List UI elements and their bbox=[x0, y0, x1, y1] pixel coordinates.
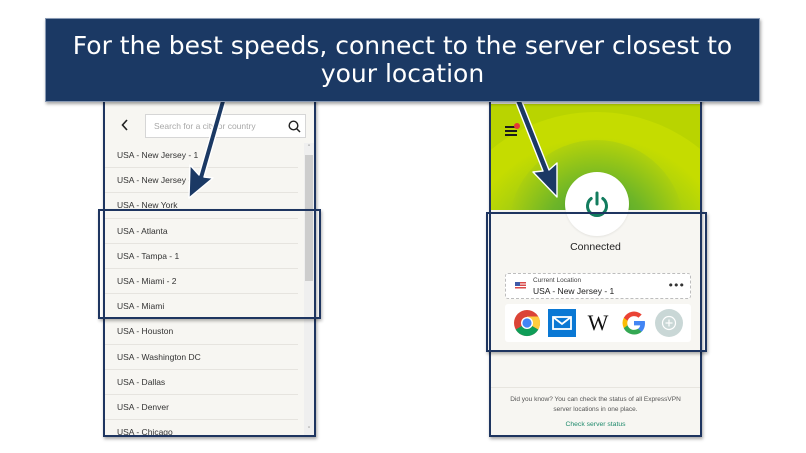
server-label: USA - Tampa - 1 bbox=[117, 250, 180, 261]
server-label: USA - New Jersey - 1 bbox=[117, 150, 199, 161]
connection-status: Connected bbox=[570, 241, 621, 253]
server-label: USA - Denver bbox=[117, 401, 169, 412]
scroll-thumb[interactable] bbox=[305, 155, 313, 281]
callout-text: For the best speeds, connect to the serv… bbox=[72, 31, 733, 88]
footer-divider bbox=[491, 387, 700, 388]
server-label: USA - Atlanta bbox=[117, 225, 168, 236]
tip-text: Did you know? You can check the status o… bbox=[510, 396, 681, 413]
hamburger-icon bbox=[505, 126, 517, 128]
nearby-servers-highlight bbox=[98, 209, 321, 319]
current-location-card[interactable]: Current Location USA - New Jersey - 1 ••… bbox=[505, 273, 691, 299]
connection-status-highlight bbox=[486, 212, 707, 352]
server-list-scrollbar[interactable]: ˄ ˅ bbox=[304, 143, 314, 435]
current-location-value: USA - New Jersey - 1 bbox=[533, 286, 615, 296]
mail-icon[interactable] bbox=[548, 309, 577, 337]
server-label: USA - Dallas bbox=[117, 376, 166, 387]
power-button[interactable] bbox=[565, 172, 629, 236]
wikipedia-icon[interactable]: W bbox=[587, 310, 609, 335]
server-label: USA - New York bbox=[117, 200, 178, 211]
notification-badge bbox=[514, 123, 520, 129]
hamburger-line bbox=[505, 134, 517, 136]
current-location-label: Current Location bbox=[533, 277, 582, 284]
server-item[interactable]: USA - New Jersey - 1 bbox=[105, 143, 298, 169]
us-flag-icon bbox=[515, 282, 526, 290]
search-input[interactable] bbox=[146, 115, 283, 137]
power-icon bbox=[586, 191, 608, 217]
more-options-icon[interactable]: ••• bbox=[667, 279, 685, 292]
server-item[interactable]: USA - New York bbox=[105, 193, 298, 219]
server-item[interactable]: USA - Miami - 2 bbox=[105, 269, 298, 295]
search-icon[interactable] bbox=[283, 115, 305, 137]
scroll-down-icon[interactable]: ˅ bbox=[307, 426, 311, 434]
callout-banner: For the best speeds, connect to the serv… bbox=[45, 18, 760, 102]
server-item[interactable]: USA - Tampa - 1 bbox=[105, 244, 298, 269]
server-label: USA - Chicago bbox=[117, 427, 173, 437]
server-item[interactable]: USA - Washington DC bbox=[105, 345, 298, 370]
chrome-icon[interactable] bbox=[513, 309, 541, 337]
scroll-up-icon[interactable]: ˄ bbox=[307, 144, 311, 152]
back-button[interactable] bbox=[117, 116, 133, 134]
server-item[interactable]: USA - New Jersey - 3 bbox=[105, 168, 298, 194]
check-server-status-link[interactable]: Check server status bbox=[565, 421, 626, 428]
server-label: USA - New Jersey - 3 bbox=[117, 175, 199, 186]
hamburger-line bbox=[505, 130, 517, 132]
server-item[interactable]: USA - Atlanta bbox=[105, 219, 298, 244]
add-shortcut-icon[interactable] bbox=[655, 309, 684, 337]
server-label: USA - Miami bbox=[117, 301, 165, 312]
app-shortcuts: W bbox=[505, 304, 691, 342]
google-icon[interactable] bbox=[620, 309, 648, 337]
server-item[interactable]: USA - Houston bbox=[105, 319, 298, 345]
server-item[interactable]: USA - Denver bbox=[105, 395, 298, 421]
server-item[interactable]: USA - Chicago bbox=[105, 420, 298, 437]
server-label: USA - Miami - 2 bbox=[117, 276, 177, 287]
server-item[interactable]: USA - Dallas bbox=[105, 370, 298, 395]
search-field[interactable] bbox=[145, 114, 306, 138]
server-label: USA - Washington DC bbox=[117, 351, 201, 362]
server-label: USA - Houston bbox=[117, 326, 174, 337]
chevron-left-icon bbox=[121, 119, 128, 131]
menu-button[interactable] bbox=[505, 123, 520, 136]
